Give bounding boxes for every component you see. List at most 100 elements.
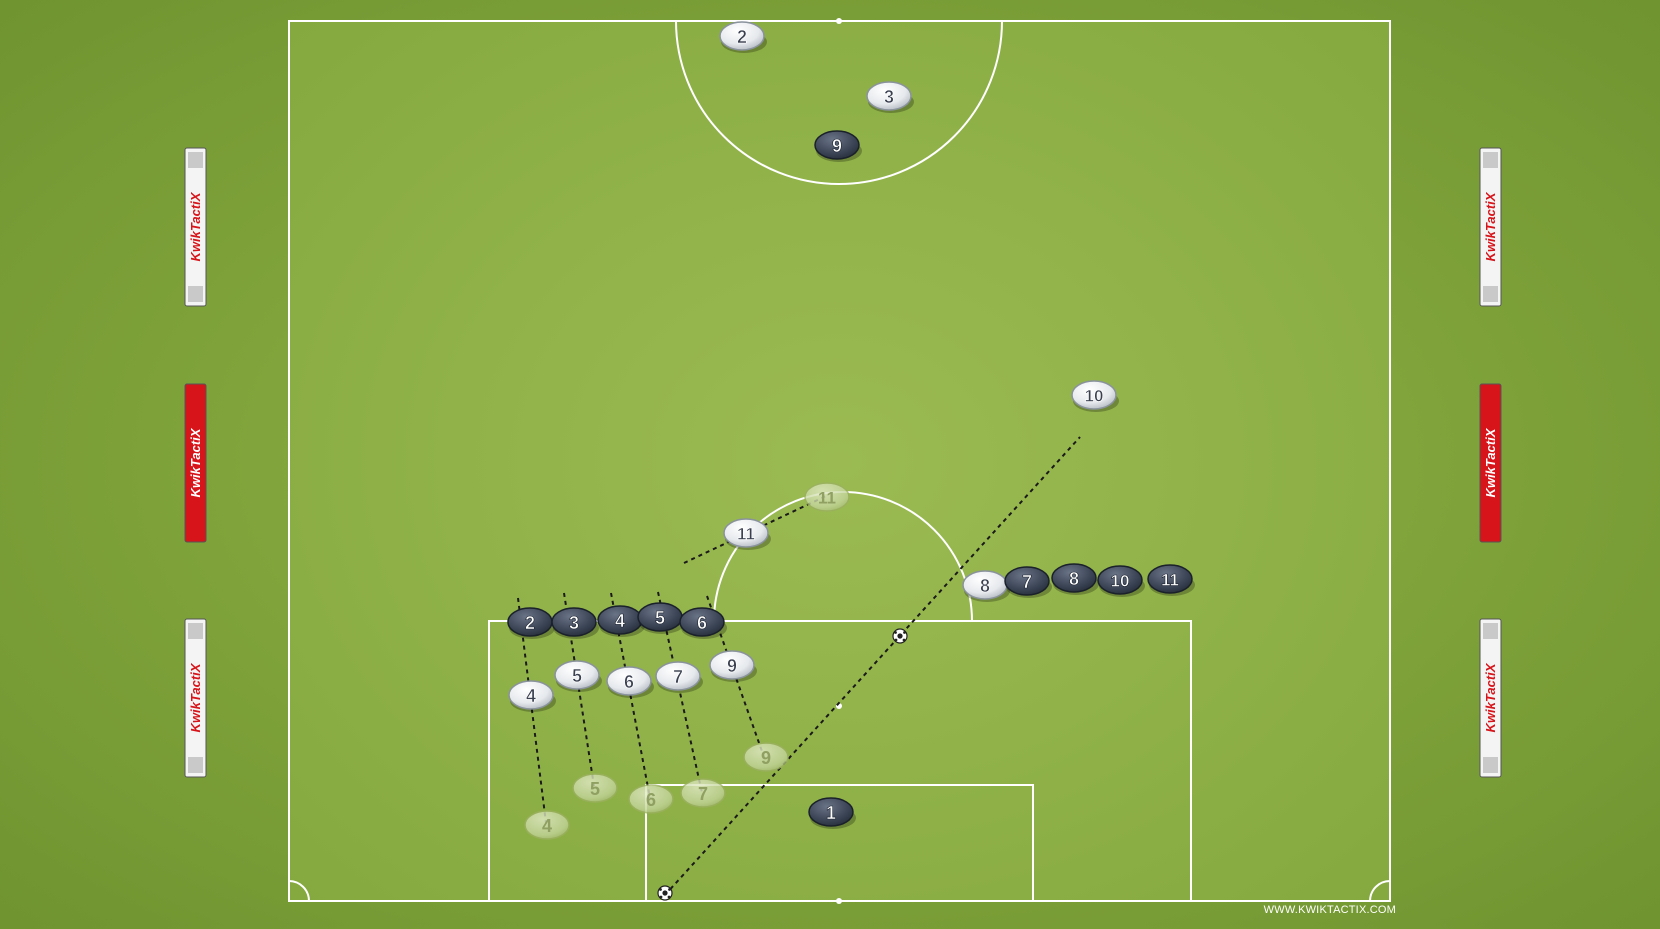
banner-board bbox=[1479, 147, 1502, 307]
player-token[interactable]: 9 bbox=[814, 130, 862, 162]
banner-logo bbox=[188, 286, 203, 302]
ball-patch bbox=[659, 888, 662, 891]
banner-text: KwikTactiX bbox=[188, 662, 203, 732]
player-disc bbox=[606, 666, 652, 696]
player-token[interactable]: 5 bbox=[637, 602, 685, 634]
player-token[interactable]: 11 bbox=[723, 518, 771, 550]
player-token[interactable]: 9 bbox=[743, 742, 789, 772]
banner-text: KwikTactiX bbox=[188, 191, 203, 261]
player-number: 9 bbox=[832, 136, 842, 156]
ball-patch bbox=[903, 631, 906, 634]
banner-text: KwikTactiX bbox=[1483, 191, 1498, 261]
player-token[interactable]: 8 bbox=[1051, 563, 1099, 595]
player-token[interactable]: 4 bbox=[508, 680, 556, 712]
corner-arc-left bbox=[288, 880, 310, 902]
player-token[interactable]: 10 bbox=[1071, 380, 1119, 412]
player-token[interactable]: 10 bbox=[1097, 565, 1145, 597]
banner-board bbox=[1479, 383, 1502, 543]
banner: KwikTactiX bbox=[1479, 618, 1502, 778]
banner-text: KwikTactiX bbox=[1483, 427, 1498, 497]
banner-text: KwikTactiX bbox=[188, 427, 203, 497]
player-token[interactable]: 6 bbox=[606, 666, 654, 698]
center-circle-half bbox=[675, 20, 1003, 185]
banner-logo bbox=[1483, 623, 1498, 639]
banner: KwikTactiX bbox=[184, 618, 207, 778]
run-line-11 bbox=[683, 495, 827, 564]
player-token[interactable]: 2 bbox=[507, 607, 555, 639]
player-token[interactable]: 7 bbox=[1004, 566, 1052, 598]
player-number: 2 bbox=[737, 27, 747, 47]
player-token[interactable]: 5 bbox=[572, 773, 618, 803]
player-token[interactable]: 4 bbox=[524, 810, 570, 840]
player-number: 11 bbox=[818, 489, 836, 508]
player-disc bbox=[508, 680, 554, 710]
banner-logo bbox=[1483, 152, 1498, 168]
player-number: 6 bbox=[646, 790, 656, 810]
player-number: 4 bbox=[526, 686, 536, 706]
player-token[interactable]: 1 bbox=[808, 797, 856, 829]
player-disc bbox=[719, 21, 765, 51]
player-disc bbox=[723, 518, 769, 548]
banner-logo bbox=[188, 152, 203, 168]
banner-logo bbox=[1483, 757, 1498, 773]
player-number: 4 bbox=[615, 611, 625, 631]
pass-line bbox=[664, 436, 1081, 896]
ball-patch bbox=[668, 888, 671, 891]
banner-board bbox=[184, 383, 207, 543]
player-number: 7 bbox=[1022, 572, 1032, 592]
player-number: 11 bbox=[1161, 571, 1179, 590]
site-credit: WWW.KWIKTACTIX.COM bbox=[1263, 904, 1396, 916]
ball-icon[interactable] bbox=[892, 628, 908, 644]
player-token[interactable]: 11 bbox=[804, 482, 850, 512]
player-token[interactable]: 2 bbox=[719, 21, 767, 53]
player-disc bbox=[680, 778, 726, 808]
run-line-4 bbox=[517, 597, 547, 824]
player-number: 8 bbox=[1069, 569, 1079, 589]
player-disc bbox=[1051, 563, 1097, 593]
player-token[interactable]: 11 bbox=[1147, 564, 1195, 596]
player-token[interactable]: 6 bbox=[679, 607, 727, 639]
player-number: 2 bbox=[525, 613, 535, 633]
field-surface bbox=[289, 21, 1390, 901]
player-number: 9 bbox=[761, 748, 771, 768]
player-number: 4 bbox=[542, 816, 552, 836]
player-disc bbox=[814, 130, 860, 160]
player-disc bbox=[709, 650, 755, 680]
player-disc bbox=[808, 797, 854, 827]
banner-logo bbox=[1483, 286, 1498, 302]
player-number: 7 bbox=[673, 667, 683, 687]
player-number: 11 bbox=[737, 525, 755, 544]
player-number: 3 bbox=[569, 613, 579, 633]
player-disc bbox=[743, 742, 789, 772]
player-token[interactable]: 6 bbox=[628, 784, 674, 814]
player-number: 5 bbox=[655, 608, 665, 628]
player-disc bbox=[1004, 566, 1050, 596]
banner-logo bbox=[188, 623, 203, 639]
ball-patch bbox=[902, 638, 906, 642]
player-token[interactable]: 8 bbox=[962, 570, 1010, 602]
banner: KwikTactiX bbox=[1479, 147, 1502, 307]
player-token[interactable]: 5 bbox=[554, 660, 602, 692]
player-disc bbox=[1147, 564, 1193, 594]
banner: KwikTactiX bbox=[1479, 383, 1502, 543]
player-number: 5 bbox=[572, 666, 582, 686]
ball-patch bbox=[659, 895, 663, 899]
player-number: 8 bbox=[980, 576, 990, 596]
banner-text: KwikTactiX bbox=[1483, 662, 1498, 732]
player-disc bbox=[628, 784, 674, 814]
player-number: 7 bbox=[698, 784, 708, 804]
ball-icon[interactable] bbox=[657, 885, 673, 901]
player-token[interactable]: 3 bbox=[866, 81, 914, 113]
player-token[interactable]: 7 bbox=[655, 661, 703, 693]
player-number: 6 bbox=[697, 613, 707, 633]
player-token[interactable]: 3 bbox=[551, 607, 599, 639]
player-number: 9 bbox=[727, 656, 737, 676]
player-token[interactable]: 9 bbox=[709, 650, 757, 682]
player-token[interactable]: 7 bbox=[680, 778, 726, 808]
banner-board bbox=[184, 618, 207, 778]
player-disc bbox=[679, 607, 725, 637]
player-disc bbox=[866, 81, 912, 111]
player-number: 3 bbox=[884, 87, 894, 107]
